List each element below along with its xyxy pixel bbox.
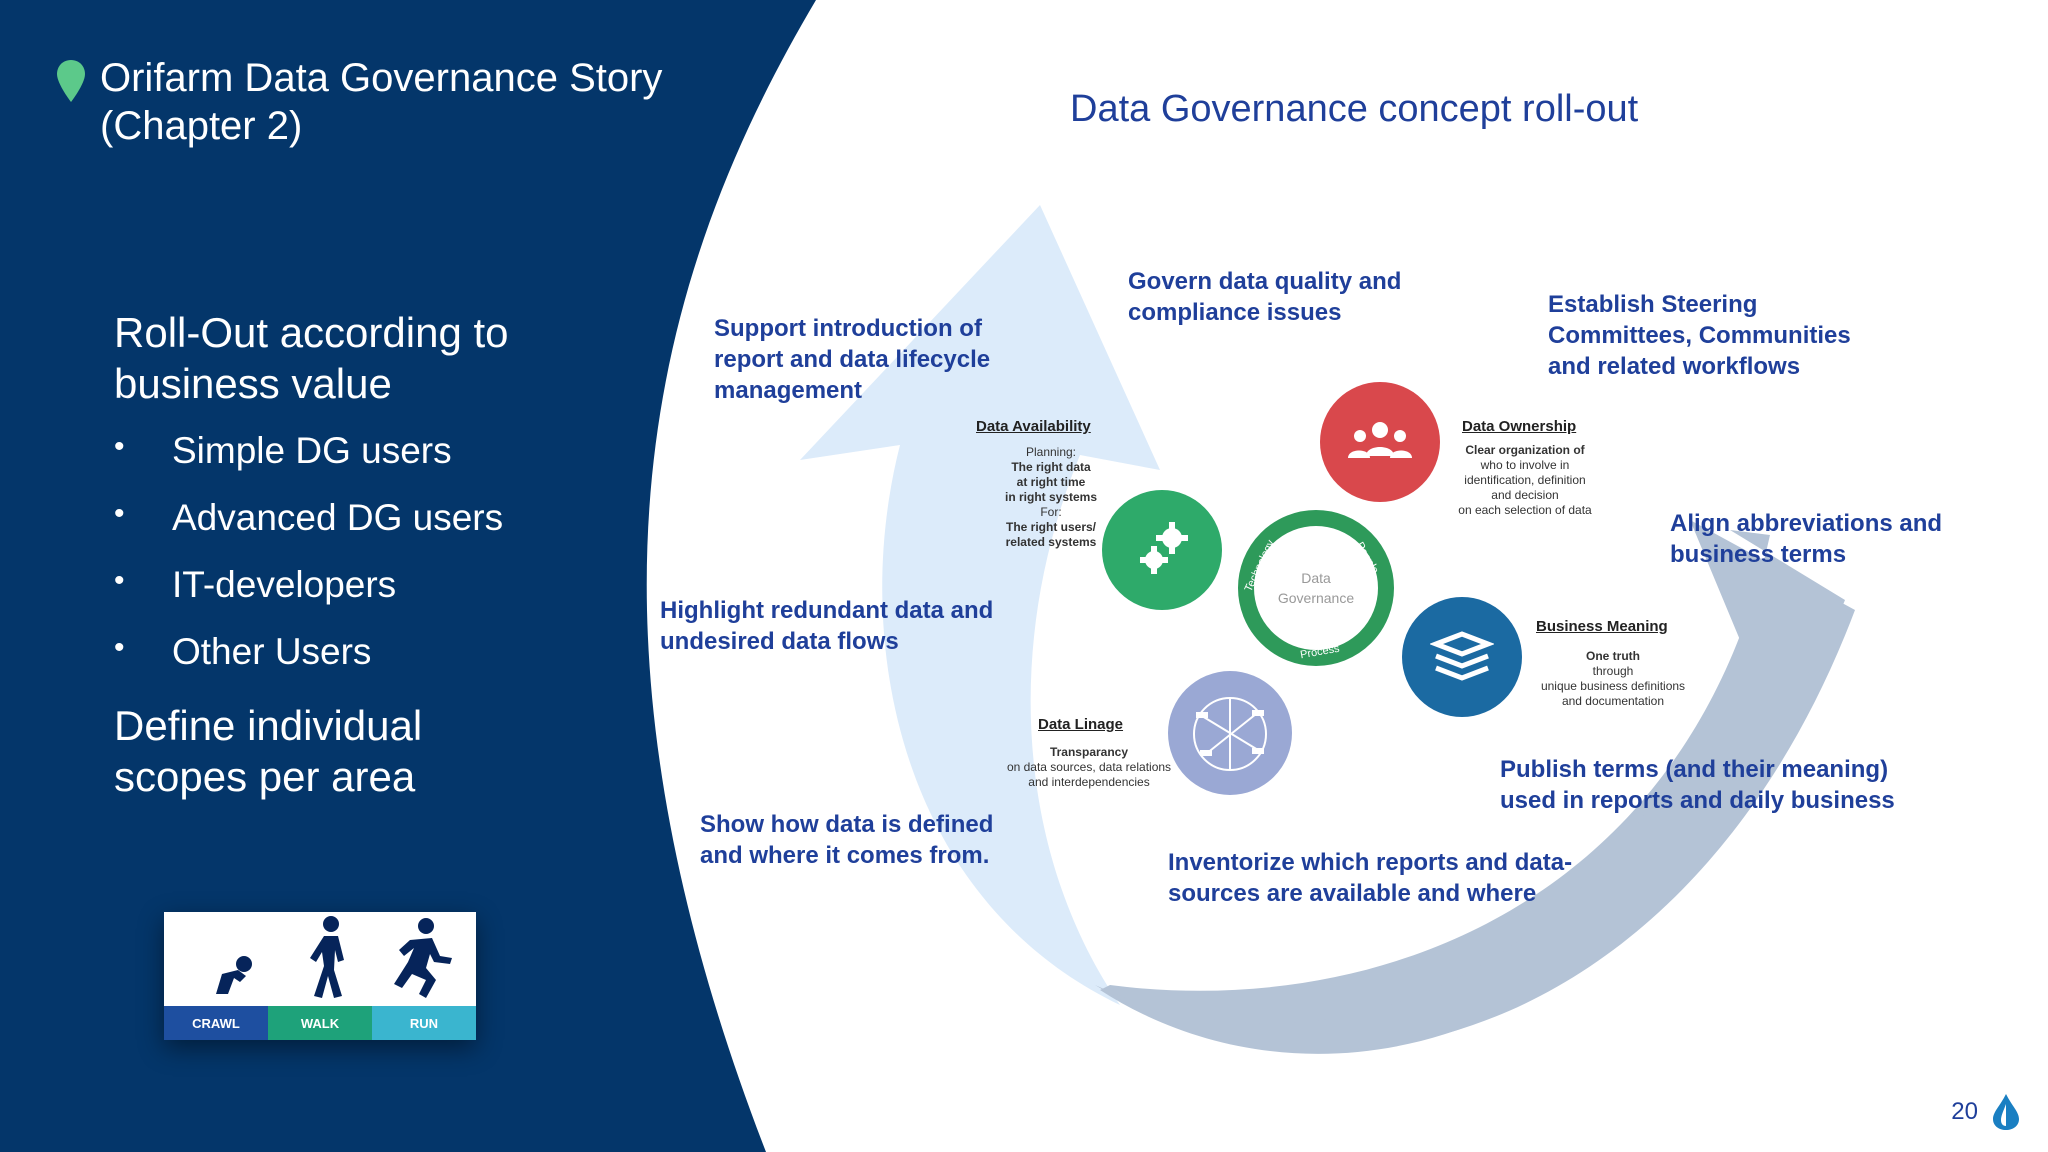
run-stage-label: RUN	[372, 1006, 476, 1040]
navy-side-panel	[0, 0, 816, 1152]
caption-publish-terms: Publish terms (and their meaning)used in…	[1500, 756, 1895, 814]
people-group-icon	[1348, 422, 1412, 458]
data-availability-block: Data Availability Planning: The right da…	[976, 418, 1098, 549]
governance-center-label-2: Governance	[1277, 590, 1355, 606]
books-stack-icon	[1430, 631, 1494, 681]
governance-center-label: Data	[1301, 570, 1331, 586]
runner-figures-icon	[216, 916, 452, 998]
data-ownership-block: Data Ownership Clear organization of who…	[1458, 418, 1592, 517]
grey-cycle-arrow-body	[1095, 520, 1855, 1051]
data-linage-block: Data Linage Transparancy on data sources…	[1006, 716, 1172, 789]
orifarm-drop-logo-icon	[1993, 1094, 2019, 1130]
light-cycle-arrow	[800, 205, 1160, 1005]
walk-stage-label: WALK	[268, 1006, 372, 1040]
location-pin-icon	[57, 60, 85, 102]
caption-inventorize-reports: Inventorize which reports and data-sourc…	[1168, 849, 1573, 907]
scopes-text: Define individual scopes per area	[114, 702, 423, 800]
ownership-circle	[1320, 382, 1440, 502]
crawl-walk-run-image: CRAWL WALK RUN	[164, 912, 476, 1040]
page-number: 20	[1951, 1098, 1978, 1125]
availability-circle	[1102, 490, 1222, 610]
governance-ring	[1238, 510, 1394, 666]
page-title: Orifarm Data Governance Story (Chapter 2…	[100, 56, 663, 148]
network-flow-icon	[1193, 697, 1267, 771]
page-subtitle: Data Governance concept roll-out	[1070, 88, 1639, 130]
rollout-heading: Roll-Out according to business value	[114, 309, 509, 407]
gears-icon	[1140, 522, 1188, 574]
business-meaning-block: Business Meaning One truth through uniqu…	[1536, 618, 1686, 708]
crawl-stage-label: CRAWL	[164, 1006, 268, 1040]
meaning-circle	[1402, 597, 1522, 717]
